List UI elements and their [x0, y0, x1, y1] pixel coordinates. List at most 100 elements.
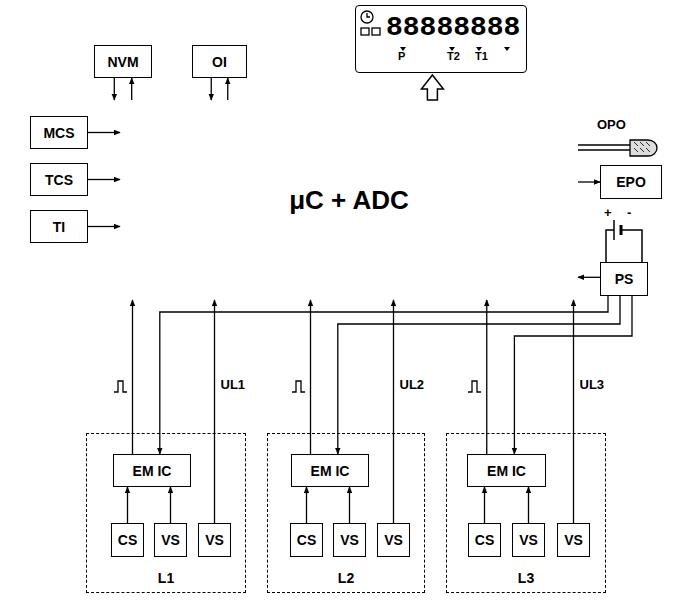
signal-line	[484, 487, 485, 523]
port-wire	[578, 149, 630, 150]
block-box: CS	[111, 523, 144, 557]
display-bus-arrow	[421, 75, 443, 100]
box-label: TI	[53, 219, 65, 235]
polarity-label: -	[626, 206, 632, 220]
block-box: VS	[198, 523, 231, 557]
signal-line	[132, 300, 133, 454]
battery-symbol	[606, 220, 642, 262]
group-label: L2	[338, 570, 354, 586]
phase-group: L2 EM IC CS VS VS	[267, 433, 425, 593]
signal-line	[349, 487, 350, 523]
signal-line	[338, 296, 620, 454]
box-label: μC + ADC	[289, 185, 409, 216]
lcd-icon	[361, 28, 369, 35]
box-label: VS	[340, 532, 359, 548]
lcd-marker	[504, 47, 510, 51]
signal-line	[211, 78, 212, 100]
pulse-symbol	[468, 381, 481, 392]
signal-line	[310, 300, 311, 454]
pulse-symbols	[114, 381, 481, 392]
box-label: NVM	[107, 54, 138, 70]
signal-line	[573, 300, 574, 523]
block-box: CS	[290, 523, 323, 557]
box-label: VS	[205, 532, 224, 548]
signal-line	[160, 296, 608, 454]
box-label: CS	[297, 532, 316, 548]
led-hatch	[634, 142, 650, 152]
group-label: L1	[158, 570, 174, 586]
phase-group: L1 EM IC CS VS VS	[86, 433, 246, 593]
block-box: EPO	[600, 165, 662, 199]
phase-group: L3EM ICCSVSVS	[446, 433, 606, 593]
signal-line	[88, 179, 120, 180]
box-label: OI	[212, 54, 227, 70]
signal-line	[486, 300, 487, 454]
signal-line	[127, 487, 128, 523]
signal-line	[227, 78, 228, 100]
lcd-icons	[361, 11, 380, 35]
display-text: T2	[447, 50, 460, 62]
block-box: VS	[333, 523, 366, 557]
polarity-label: +	[603, 206, 613, 220]
box-label: VS	[564, 532, 583, 548]
box-label: EM IC	[133, 463, 172, 479]
block-box: MCS	[30, 116, 88, 149]
signal-line	[578, 181, 600, 182]
battery-wire	[621, 230, 642, 262]
signal-line	[170, 487, 171, 523]
signal-line	[131, 78, 132, 100]
box-label: EPO	[616, 174, 646, 190]
block-box: PS	[600, 262, 648, 296]
signal-line	[528, 487, 529, 523]
block-box: TCS	[30, 163, 88, 196]
clock-hand	[367, 13, 370, 17]
block-box: EM IC	[291, 454, 369, 487]
port-label: OPO	[596, 118, 627, 132]
port-wire	[578, 144, 630, 145]
box-label: EM IC	[311, 463, 350, 479]
box-label: VS	[384, 532, 403, 548]
block-box: VS	[557, 523, 590, 557]
block-box: VS	[512, 523, 545, 557]
clock-icon	[361, 11, 373, 23]
signal-line	[214, 300, 215, 523]
pulse-symbol	[114, 381, 127, 392]
signal-line	[393, 300, 394, 523]
box-label: EM IC	[487, 463, 526, 479]
block-box: OI	[192, 45, 247, 78]
optical-port	[578, 140, 657, 156]
lcd-icon	[372, 28, 380, 35]
block-box: VS	[154, 523, 187, 557]
pulse-symbol	[292, 381, 305, 392]
display-text: 88888888	[386, 14, 520, 42]
box-label: TCS	[45, 172, 73, 188]
block-box: EM IC	[467, 454, 546, 487]
box-label: CS	[475, 532, 494, 548]
display-text: P	[398, 50, 405, 62]
block-box: CS	[468, 523, 501, 557]
signal-line	[578, 277, 600, 278]
box-label: MCS	[43, 125, 74, 141]
display-text: T1	[475, 50, 488, 62]
voltage-label: UL3	[579, 378, 606, 392]
battery-wire	[606, 230, 614, 262]
box-label: VS	[161, 532, 180, 548]
box-label: CS	[118, 532, 137, 548]
signal-line	[114, 78, 115, 100]
box-label: VS	[519, 532, 538, 548]
led-symbol	[630, 140, 657, 156]
controller-box: μC + ADC	[120, 100, 578, 300]
voltage-label: UL1	[220, 378, 247, 392]
signal-line	[88, 132, 120, 133]
block-box: EM IC	[113, 454, 191, 487]
voltage-label: UL2	[399, 378, 426, 392]
box-label: PS	[615, 271, 634, 287]
block-box: TI	[30, 210, 88, 243]
signal-line	[306, 487, 307, 523]
block-box: VS	[377, 523, 410, 557]
signal-line	[88, 226, 120, 227]
